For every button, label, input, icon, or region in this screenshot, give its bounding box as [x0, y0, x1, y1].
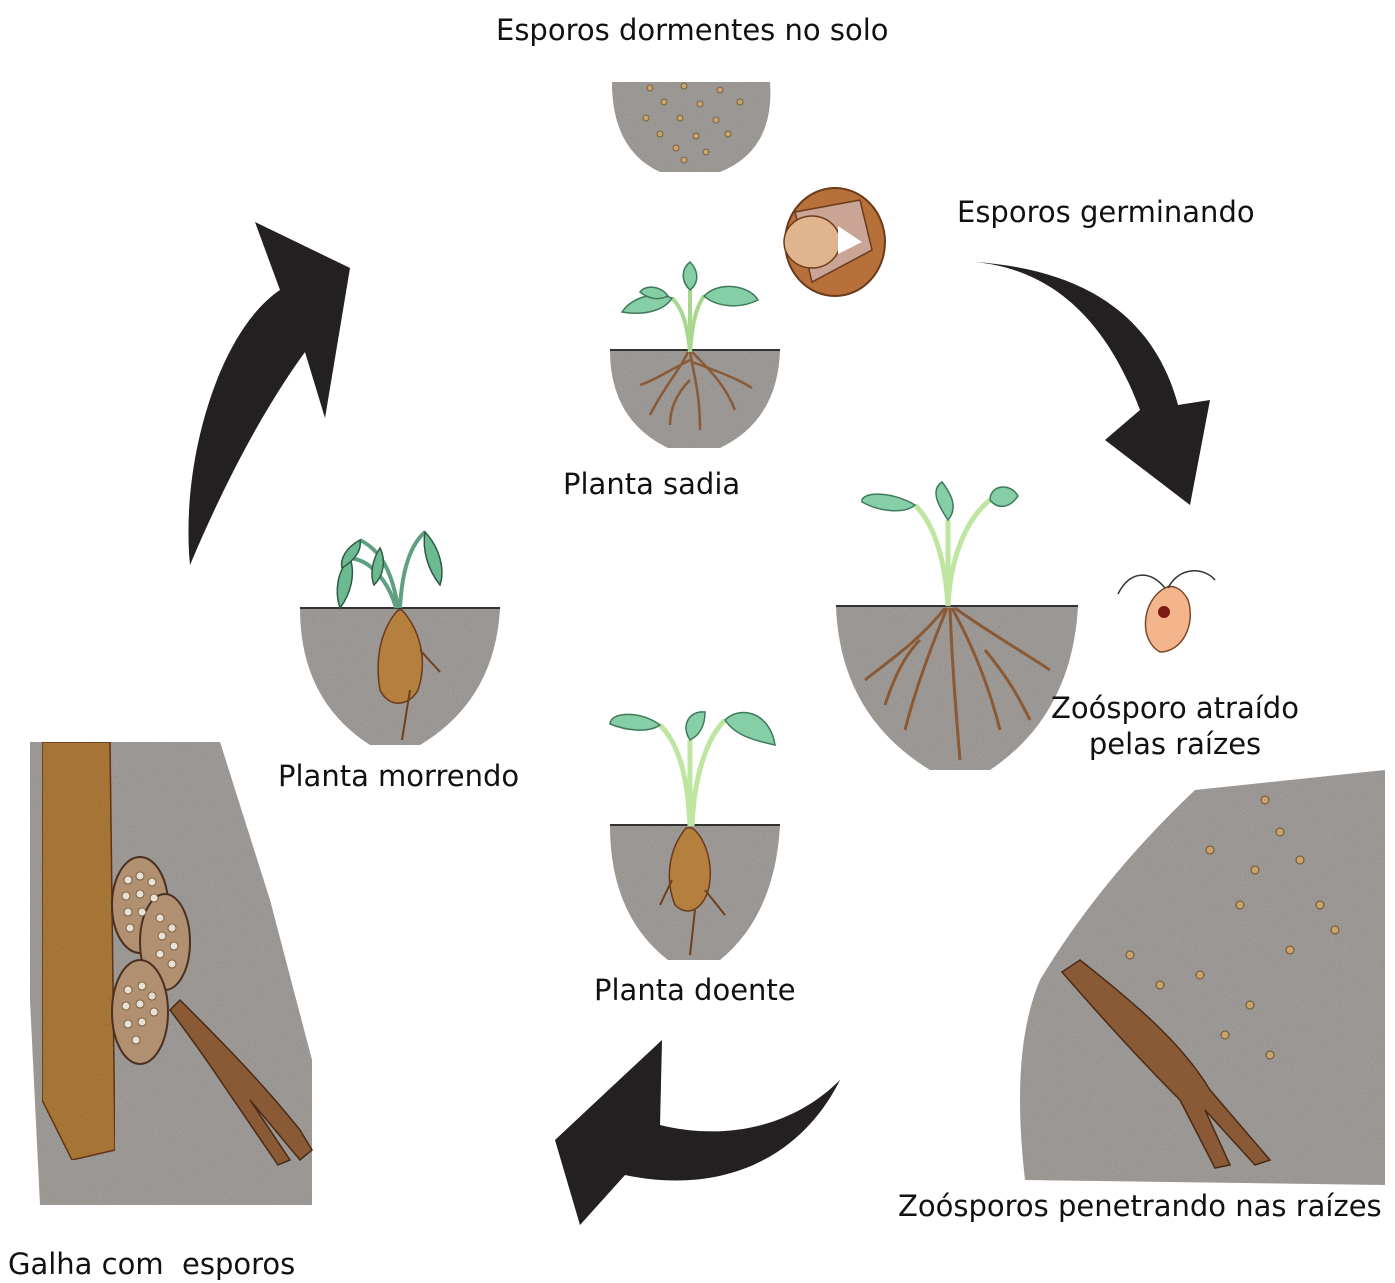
- label-zoospore-attracted: Zoósporo atraído pelas raízes: [1040, 690, 1310, 762]
- arrow-bottom-left: [555, 1040, 840, 1225]
- dying-plant: [300, 532, 500, 745]
- label-zoospore-attracted-line2: pelas raízes: [1040, 726, 1310, 762]
- dormant-spores-soil: [612, 82, 770, 172]
- label-dying-plant: Planta morrendo: [278, 758, 519, 794]
- label-zoospore-attracted-line1: Zoósporo atraído: [1040, 690, 1310, 726]
- diseased-plant: [610, 712, 780, 960]
- label-diseased-plant: Planta doente: [594, 972, 796, 1008]
- germinating-spore: [784, 188, 885, 296]
- label-healthy-plant: Planta sadia: [563, 466, 740, 502]
- arrow-right-down: [975, 262, 1210, 505]
- healthy-plant: [610, 262, 780, 448]
- arrow-left-up: [188, 222, 350, 565]
- label-germinating-spores: Esporos germinando: [957, 194, 1255, 230]
- gall-with-spores: [30, 742, 312, 1205]
- zoospore-icon: [1118, 571, 1215, 652]
- zoospores-penetrating-roots: [1020, 770, 1385, 1185]
- label-gall-with-spores: Galha com esporos: [8, 1246, 295, 1282]
- label-dormant-spores: Esporos dormentes no solo: [496, 12, 889, 48]
- label-zoospores-penetrating: Zoósporos penetrando nas raízes: [898, 1188, 1382, 1224]
